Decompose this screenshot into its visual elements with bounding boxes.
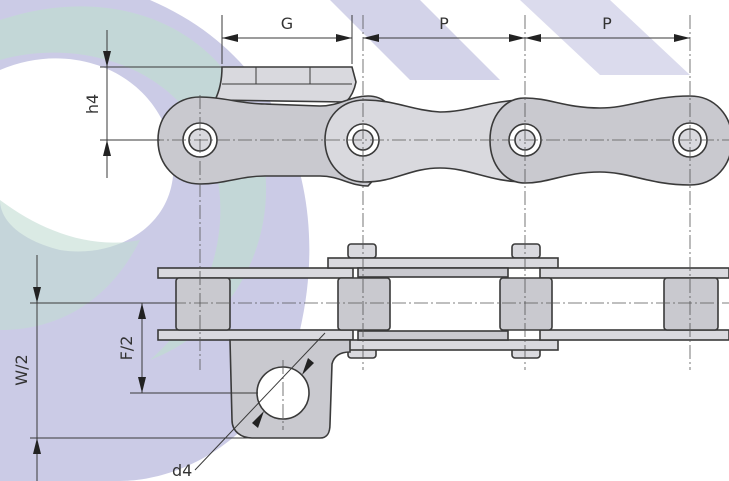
- dim-label-d4: d4: [172, 461, 192, 480]
- side-view: [150, 66, 729, 187]
- outer-link-plate-right: [489, 95, 729, 186]
- dim-label-p2: P: [602, 14, 612, 33]
- plan-view: [150, 243, 729, 439]
- vertical-center-lines: [199, 15, 691, 430]
- roller-3: [499, 277, 553, 331]
- roller-1: [175, 277, 231, 331]
- dim-label-h4: h4: [83, 94, 102, 114]
- dim-label-p1: P: [439, 14, 449, 33]
- dim-label-g: G: [281, 14, 293, 33]
- watermark-blue-stripe-1: [330, 0, 500, 80]
- dim-label-w2: W/2: [12, 354, 31, 385]
- roller-2: [337, 277, 391, 331]
- roller-4: [663, 277, 719, 331]
- watermark-green-arc: [0, 6, 267, 360]
- dimensions: [30, 15, 690, 481]
- watermark-green-lower: [0, 200, 140, 330]
- dim-label-f2: F/2: [117, 336, 136, 361]
